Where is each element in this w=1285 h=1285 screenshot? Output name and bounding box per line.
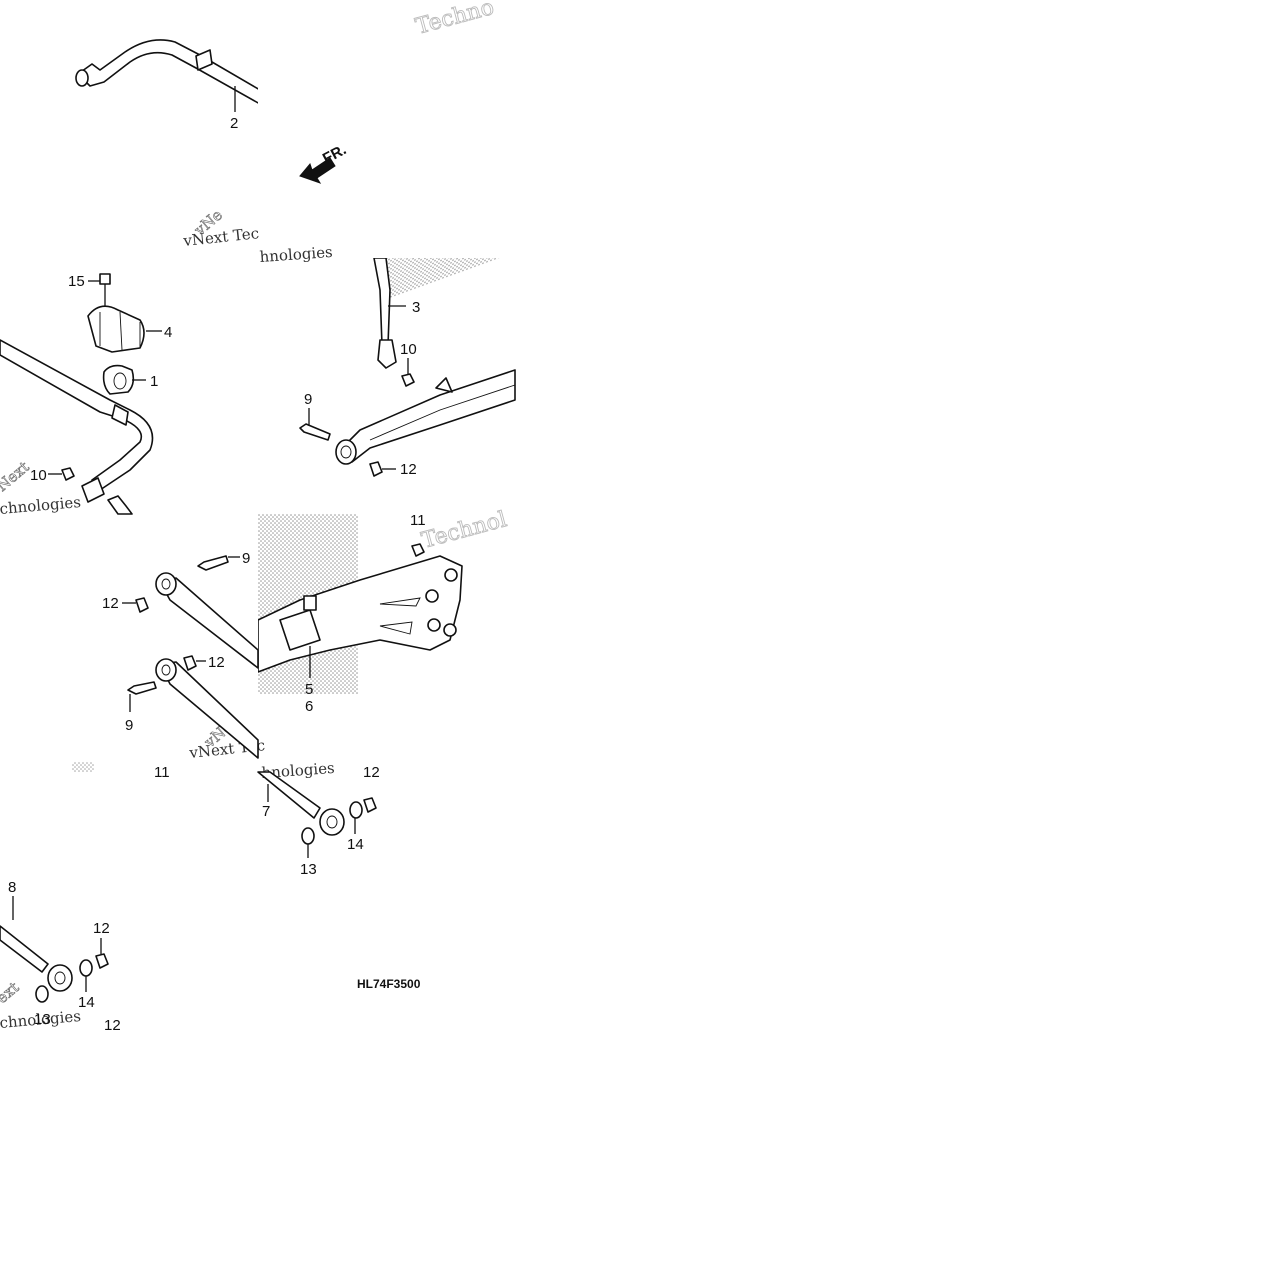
watermark-next-left: Next bbox=[0, 458, 33, 495]
callout-13-a: 13 bbox=[300, 861, 317, 878]
callout-1: 1 bbox=[150, 373, 158, 390]
callout-14-a: 14 bbox=[347, 836, 364, 853]
callout-12-rod8: 12 bbox=[93, 920, 110, 937]
stabilizer-bushing bbox=[102, 364, 135, 395]
nut-12-mid bbox=[183, 655, 197, 671]
bolt-9-mid bbox=[197, 555, 229, 571]
watermark-technol-right: Technol bbox=[419, 507, 509, 554]
stabilizer-bar-top bbox=[75, 39, 258, 104]
callout-9-upper: 9 bbox=[304, 391, 312, 408]
callout-9-lower: 9 bbox=[125, 717, 133, 734]
callout-6: 6 bbox=[305, 698, 313, 715]
bolt-15 bbox=[99, 273, 111, 285]
callout-3: 3 bbox=[412, 299, 420, 316]
diagram-code: HL74F3500 bbox=[357, 977, 421, 991]
callout-11-upper: 11 bbox=[410, 512, 426, 529]
nut-10-left bbox=[61, 467, 75, 481]
callout-12-upper: 12 bbox=[400, 461, 417, 478]
callout-10-right: 10 bbox=[400, 341, 417, 358]
trailing-arm-upper bbox=[335, 258, 516, 465]
callout-labels: 2 15 4 1 10 3 10 9 12 11 9 12 12 9 5 6 1… bbox=[8, 115, 426, 1034]
callout-11-lower: 11 bbox=[154, 764, 170, 781]
washer-14-b bbox=[79, 959, 93, 977]
callout-12-bottom: 12 bbox=[104, 1017, 121, 1034]
callout-7: 7 bbox=[262, 803, 270, 820]
frame-bracket bbox=[258, 514, 463, 694]
stabilizer-holder bbox=[87, 305, 145, 353]
watermark-group: Techno vNext Tec hnologies vNe Next chno… bbox=[0, 0, 510, 1032]
nut-12-left bbox=[135, 597, 149, 613]
watermark-technologies-left: chnologies bbox=[0, 493, 82, 518]
nut-12-upper bbox=[369, 461, 383, 477]
callout-4: 4 bbox=[164, 324, 172, 341]
callout-12-mid: 12 bbox=[208, 654, 225, 671]
callout-14-b: 14 bbox=[78, 994, 95, 1011]
front-arrow: FR. bbox=[299, 141, 349, 184]
watermark-technologies-3: hnologies bbox=[261, 759, 335, 782]
washer-13-b bbox=[35, 985, 49, 1003]
callout-9-mid: 9 bbox=[242, 550, 250, 567]
rod-8 bbox=[0, 925, 73, 992]
watermark-next-bottom: ext bbox=[0, 978, 22, 1007]
watermark-techno-1: Techno bbox=[413, 0, 497, 40]
washer-13-a bbox=[301, 827, 315, 845]
stabilizer-bar-side bbox=[0, 339, 154, 503]
bolt-9-lower bbox=[127, 681, 157, 695]
callout-8: 8 bbox=[8, 879, 16, 896]
callout-12-rod7: 12 bbox=[363, 764, 380, 781]
callout-12-left: 12 bbox=[102, 595, 119, 612]
rod-7 bbox=[257, 771, 345, 836]
watermark-technologies-1: hnologies bbox=[259, 243, 333, 266]
callout-13-b: 13 bbox=[34, 1011, 51, 1028]
callout-5: 5 bbox=[305, 681, 313, 698]
callout-15: 15 bbox=[68, 273, 85, 290]
nut-11-upper bbox=[411, 543, 425, 557]
callout-10-left: 10 bbox=[30, 467, 47, 484]
washer-14-a bbox=[349, 801, 363, 819]
callout-2: 2 bbox=[230, 115, 238, 132]
nut-10-right bbox=[401, 373, 415, 387]
nut-12-rod8 bbox=[95, 953, 109, 969]
bolt-9-upper bbox=[299, 423, 331, 441]
nut-12-rod7 bbox=[363, 797, 377, 813]
